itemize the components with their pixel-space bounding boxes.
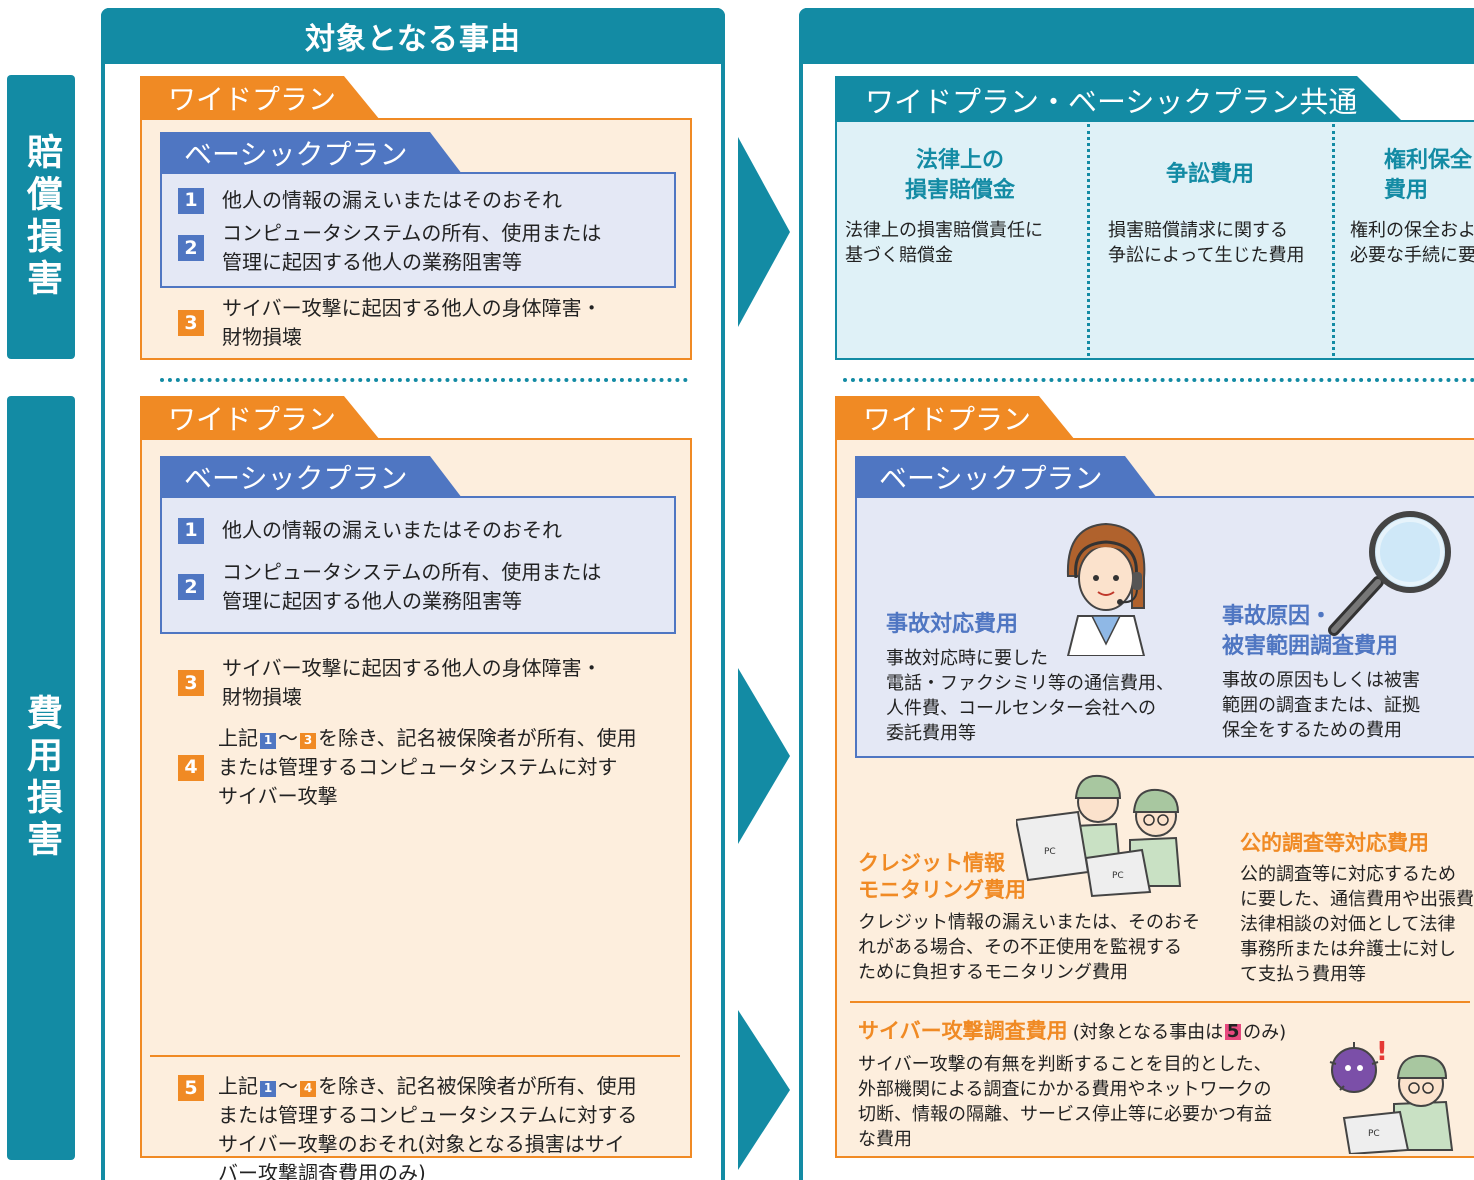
item-text: を除き、記名被保険者が所有、使用 xyxy=(318,1074,637,1098)
basic-plan-box xyxy=(855,496,1474,758)
item-text: コンピュータシステムの所有、使用または 管理に起因する他人の業務阻害等 xyxy=(222,560,602,613)
cause-investigation-text: 事故の原因もしくは被害 範囲の調査または、証拠 保全をするための費用 xyxy=(1222,670,1420,741)
arrow-right-icon xyxy=(738,1010,790,1170)
ref-badge: 5 xyxy=(1225,1021,1242,1042)
credit-monitoring-text: クレジット情報の漏えいまたは、そのおそ れがある場合、その不正使用を監視する た… xyxy=(858,912,1200,983)
cyber-investigation-title: サイバー攻撃調査費用 xyxy=(858,1019,1068,1043)
basic-plan-box xyxy=(160,172,676,288)
dotted-divider xyxy=(843,378,1474,382)
wide-plan-tab: ワイドプラン xyxy=(140,396,380,440)
pc-label: PC xyxy=(1044,847,1056,857)
item-number: 3 xyxy=(178,310,204,336)
cause-investigation-title: 事故原因・ 被害範囲調査費用 xyxy=(1222,604,1399,659)
ref-badge: 1 xyxy=(260,1080,276,1097)
list-item: 2 コンピュータシステムの所有、使用または 管理に起因する他人の業務阻害等 xyxy=(178,558,601,616)
item-number: 2 xyxy=(178,574,204,600)
basic-plan-tab: ベーシックプラン xyxy=(855,456,1157,498)
divider-line xyxy=(850,1001,1470,1003)
rights-preservation-text: 権利の保全およ 必要な手続に要 xyxy=(1350,220,1474,266)
arrow-right-icon xyxy=(738,668,790,844)
list-item: 3 サイバー攻撃に起因する他人の身体障害・ 財物損壊 xyxy=(178,294,602,352)
item-text: 〜 xyxy=(278,1074,298,1098)
ref-badge: 1 xyxy=(260,732,276,749)
operator-illustration-icon xyxy=(1066,522,1146,656)
side-label-text: 費用損害 xyxy=(21,694,62,862)
legal-damages-title: 法律上の 損害賠償金 xyxy=(904,148,1015,203)
accident-response-text: 事故対応時に要した 電話・ファクシミリ等の通信費用、 人件費、コールセンター会社… xyxy=(886,648,1174,744)
item-number: 2 xyxy=(178,235,204,261)
magnifier-icon xyxy=(1328,511,1451,636)
list-item: 2 コンピュータシステムの所有、使用または 管理に起因する他人の業務阻害等 xyxy=(178,219,601,277)
item-text: 上記 xyxy=(218,1074,258,1098)
item-number: 5 xyxy=(178,1075,204,1101)
item-text: コンピュータシステムの所有、使用または 管理に起因する他人の業務阻害等 xyxy=(222,221,602,274)
item-text: または管理するコンピュータシステムに対す サイバー攻撃 xyxy=(218,755,618,808)
accident-response-title: 事故対応費用 xyxy=(886,612,1019,637)
wide-plan-tab: ワイドプラン xyxy=(835,396,1075,440)
item-text: サイバー攻撃に起因する他人の身体障害・ 財物損壊 xyxy=(222,656,602,709)
item-text: 他人の情報の漏えいまたはそのおそれ xyxy=(222,188,562,212)
virus-worker-illustration-icon: ! PC xyxy=(1329,1037,1454,1154)
divider-line xyxy=(150,1055,680,1057)
litigation-title: 争訟費用 xyxy=(1165,162,1254,187)
ref-badge: 4 xyxy=(300,1080,316,1097)
pc-label: PC xyxy=(1368,1129,1380,1139)
litigation-text: 損害賠償請求に関する 争訟によって生じた費用 xyxy=(1108,220,1305,266)
basic-plan-tab: ベーシックプラン xyxy=(160,132,462,174)
cyber-investigation-text: サイバー攻撃の有無を判断することを目的とした、 外部機関による調査にかかる費用や… xyxy=(858,1054,1272,1150)
right-column-header xyxy=(799,8,1474,64)
dotted-divider xyxy=(160,378,688,382)
item-text: サイバー攻撃に起因する他人の身体障害・ 財物損壊 xyxy=(222,296,602,349)
basic-plan-box xyxy=(160,496,676,634)
item-number: 4 xyxy=(178,754,204,781)
side-label-text: 賠償損害 xyxy=(21,133,62,301)
side-label-hiyo: 費用損害 xyxy=(7,396,75,1160)
pc-label: PC xyxy=(1112,871,1124,881)
credit-monitoring-title: クレジット情報 モニタリング費用 xyxy=(858,851,1026,902)
item-number: 1 xyxy=(178,517,204,544)
list-item: 3 サイバー攻撃に起因する他人の身体障害・ 財物損壊 xyxy=(178,654,602,712)
public-investigation-title: 公的調査等対応費用 xyxy=(1240,831,1429,855)
item-text: 〜 xyxy=(278,726,298,750)
legal-damages-text: 法律上の損害賠償責任に 基づく賠償金 xyxy=(845,220,1043,266)
wide-plan-tab: ワイドプラン xyxy=(140,76,380,120)
common-plan-tab: ワイドプラン・ベーシックプラン共通 xyxy=(835,76,1405,124)
column-separator xyxy=(1087,124,1090,356)
public-investigation-text: 公的調査等に対応するため に要した、通信費用や出張費 法律相談の対価として法律 … xyxy=(1240,864,1474,985)
item-text: を除き、記名被保険者が所有、使用 xyxy=(318,726,637,750)
item-text: または管理するコンピュータシステムに対する サイバー攻撃のおそれ(対象となる損害… xyxy=(218,1103,638,1180)
cyber-note: のみ) xyxy=(1243,1022,1287,1043)
rights-title-text: 権利保全 費用 xyxy=(1384,148,1473,203)
column-separator xyxy=(1332,124,1335,356)
item-number: 1 xyxy=(178,187,204,214)
item-number: 3 xyxy=(178,670,204,696)
left-column-title: 対象となる事由 xyxy=(101,8,725,64)
alert-icon: ! xyxy=(1376,1037,1388,1067)
arrow-right-icon xyxy=(738,137,790,327)
side-label-baisho: 賠償損害 xyxy=(7,75,75,359)
list-item: 1 他人の情報の漏えいまたはそのおそれ xyxy=(178,186,562,215)
workers-illustration-icon: PC PC xyxy=(1016,774,1182,898)
item-text: 上記 xyxy=(218,726,258,750)
cyber-note: (対象となる事由は xyxy=(1072,1022,1224,1043)
ref-badge: 3 xyxy=(300,732,316,749)
item-text: 他人の情報の漏えいまたはそのおそれ xyxy=(222,518,562,542)
rights-preservation-title: 権利保全 費用 xyxy=(1384,146,1474,206)
list-item: 1 他人の情報の漏えいまたはそのおそれ xyxy=(178,516,562,545)
common-plan-box xyxy=(835,120,1474,360)
basic-plan-tab: ベーシックプラン xyxy=(160,456,462,498)
